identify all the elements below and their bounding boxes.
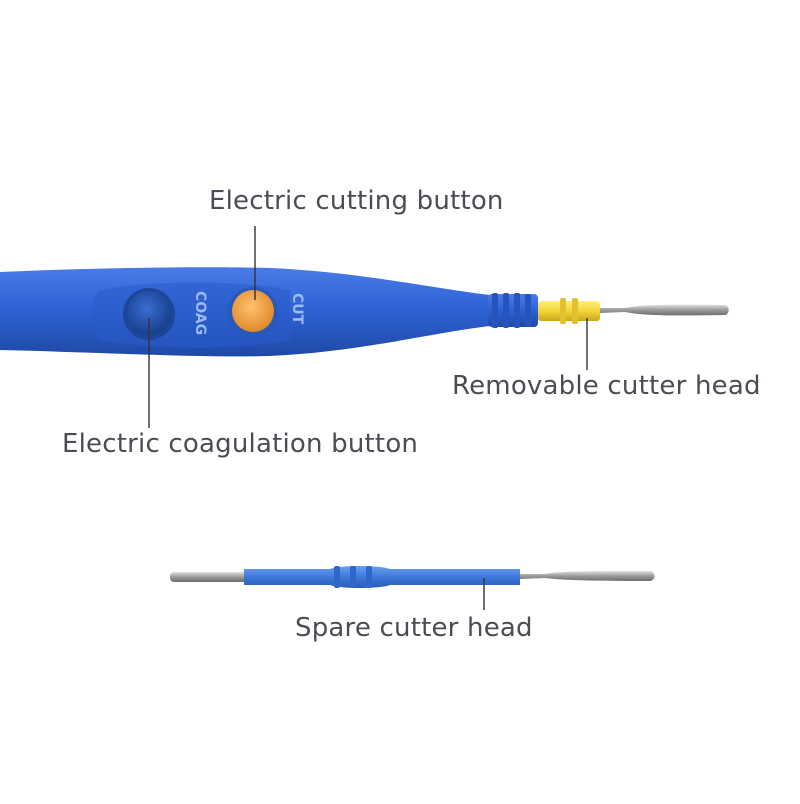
label-spare-cutter-head: Spare cutter head (295, 613, 533, 643)
label-removable-cutter-head: Removable cutter head (452, 371, 761, 401)
coag-engraving: COAG (192, 291, 208, 335)
label-coagulation-button: Electric coagulation button (62, 429, 419, 459)
ribbed-grip (488, 293, 538, 328)
spare-ribs (334, 566, 372, 588)
cut-engraving: CUT (289, 293, 305, 325)
spare-cutter-head (170, 566, 655, 588)
blade (600, 304, 729, 316)
cut-button (228, 287, 278, 337)
spare-left-pin (170, 572, 248, 582)
coag-button (123, 288, 175, 340)
yellow-collar (538, 298, 600, 324)
label-cutting-button: Electric cutting button (209, 186, 504, 216)
spare-blade (520, 571, 655, 581)
spare-sleeve (244, 566, 520, 588)
leader-lines (148, 226, 588, 610)
electrosurgical-pencil: COAG CUT (0, 267, 729, 357)
